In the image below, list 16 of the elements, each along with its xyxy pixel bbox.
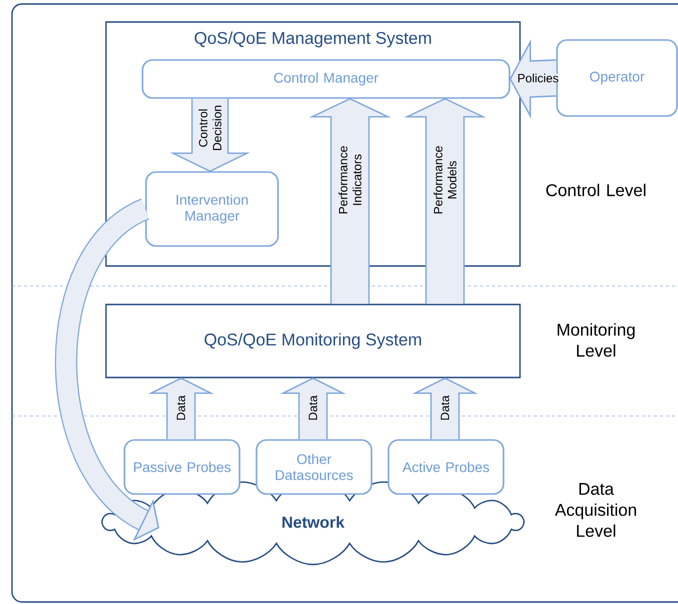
edge-label: Performance Models	[434, 135, 456, 225]
block-arrow	[412, 377, 478, 440]
probe-box: Passive Probes	[124, 439, 240, 495]
level-label: Monitoring Level	[558, 323, 635, 357]
level-label: Data Acquisition Level	[554, 483, 636, 537]
block-arrow	[148, 377, 214, 440]
edge-label: Performance Indicators	[338, 135, 362, 225]
level-label: Control Level	[546, 184, 646, 196]
probe-box: Other Datasources	[256, 439, 372, 495]
probe-box: Active Probes	[388, 439, 504, 495]
system-box: QoS/QoE Monitoring System	[105, 304, 521, 378]
manager-box: Intervention Manager	[145, 171, 279, 247]
edge-label: Control Decision	[198, 102, 222, 154]
manager-box: Control Manager	[142, 59, 510, 99]
block-arrow	[280, 377, 346, 440]
edge-label: Policies	[517, 74, 559, 82]
